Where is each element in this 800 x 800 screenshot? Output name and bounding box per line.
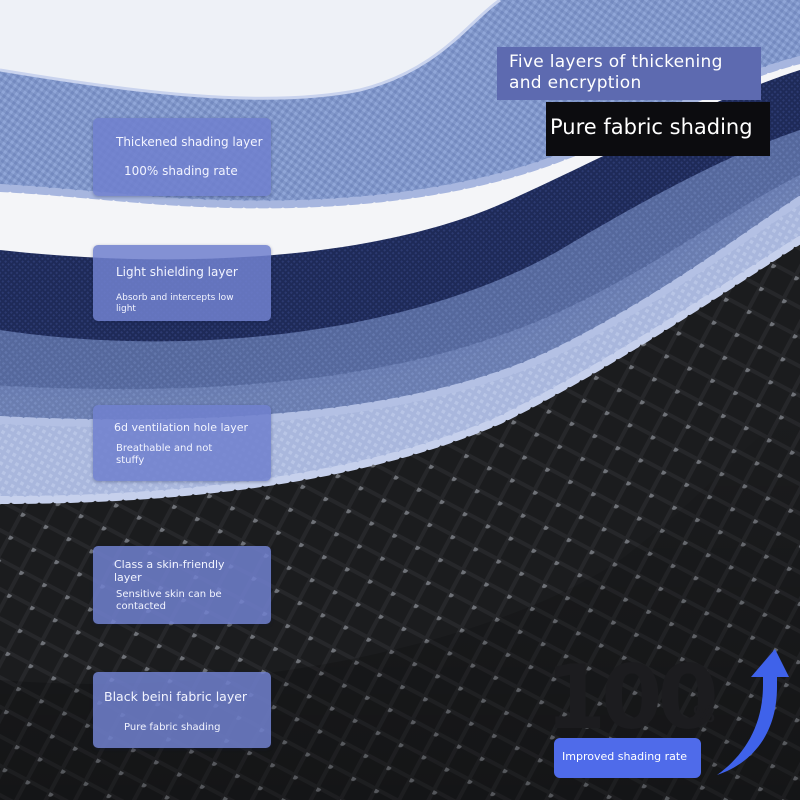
layer-description: Absorb and intercepts low light <box>116 293 234 315</box>
layer-description-line-1: Breathable and not <box>116 443 213 454</box>
layer-description-line-2: stuffy <box>116 455 145 466</box>
layer-card-skin-friendly: Class a skin-friendly layer Sensitive sk… <box>93 546 271 624</box>
subtitle-banner: Pure fabric shading <box>546 102 770 156</box>
title-banner: Five layers of thickening and encryption <box>497 47 761 100</box>
layer-description-line-1: Sensitive skin can be <box>116 589 222 600</box>
layer-title: Thickened shading layer <box>116 135 263 149</box>
layer-card-thickened-shading: Thickened shading layer 100% shading rat… <box>93 118 271 196</box>
curved-up-arrow-icon <box>717 649 789 775</box>
shading-rate-number: 100 <box>545 646 719 749</box>
layer-description: Sensitive skin can be contacted <box>116 589 222 613</box>
layer-title: Black beini fabric layer <box>104 689 248 704</box>
shading-rate-badge: Improved shading rate <box>554 738 701 778</box>
shading-rate-caption: Improved shading rate <box>562 750 687 763</box>
layer-description: Pure fabric shading <box>124 722 221 733</box>
layer-description: Breathable and not stuffy <box>116 443 212 467</box>
layer-description-line-2: light <box>116 304 136 314</box>
layer-card-ventilation-hole: 6d ventilation hole layer Breathable and… <box>93 405 271 481</box>
layer-card-black-fabric: Black beini fabric layer Pure fabric sha… <box>93 672 271 748</box>
layer-title-line-1: Class a skin-friendly <box>114 558 225 571</box>
layer-description-line-2: contacted <box>116 601 166 612</box>
layer-card-light-shielding: Light shielding layer Absorb and interce… <box>93 245 271 321</box>
layer-title-line-2: layer <box>114 571 142 584</box>
shading-rate-unit: % <box>693 703 716 728</box>
title-line-1: Five layers of thickening <box>509 52 723 72</box>
layer-title: Class a skin-friendly layer <box>114 558 225 584</box>
layer-title: 6d ventilation hole layer <box>114 421 249 434</box>
title-text: Five layers of thickening and encryption <box>509 52 723 94</box>
layer-description-line-1: Absorb and intercepts low <box>116 293 234 303</box>
title-line-2: and encryption <box>509 73 642 93</box>
subtitle-text: Pure fabric shading <box>550 115 753 139</box>
layer-description: 100% shading rate <box>124 164 238 178</box>
layer-title: Light shielding layer <box>116 265 238 279</box>
